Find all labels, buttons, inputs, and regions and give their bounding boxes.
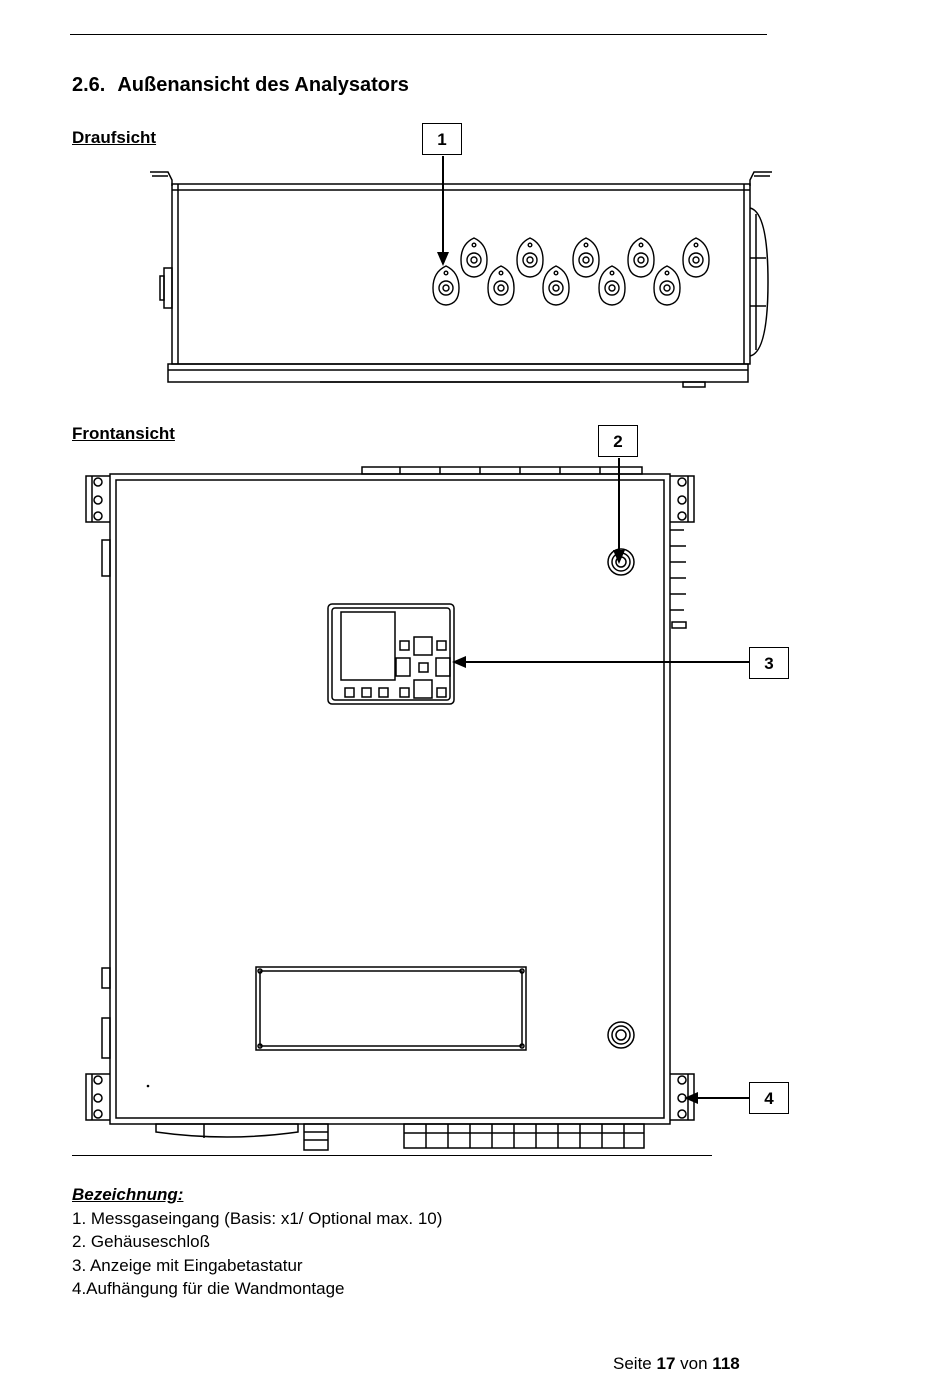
front-view-drawing	[0, 0, 950, 1160]
footer-page-number: 17	[656, 1354, 675, 1373]
legend-item: 2. Gehäuseschloß	[72, 1230, 442, 1254]
callout-3: 3	[749, 647, 789, 679]
page-footer: Seite 17 von 118	[613, 1354, 740, 1374]
legend-title: Bezeichnung:	[72, 1183, 442, 1207]
legend-item: 1. Messgaseingang (Basis: x1/ Optional m…	[72, 1207, 442, 1231]
callout-2: 2	[598, 425, 638, 457]
legend-list: 1. Messgaseingang (Basis: x1/ Optional m…	[72, 1207, 442, 1301]
callout-4: 4	[749, 1082, 789, 1114]
footer-prefix: Seite	[613, 1354, 652, 1373]
figure-bottom-rule	[72, 1155, 712, 1156]
footer-total-pages: 118	[712, 1354, 739, 1373]
legend-item: 3. Anzeige mit Eingabetastatur	[72, 1254, 442, 1278]
footer-middle: von	[680, 1354, 707, 1373]
legend-item: 4.Aufhängung für die Wandmontage	[72, 1277, 442, 1301]
legend: Bezeichnung: 1. Messgaseingang (Basis: x…	[72, 1183, 442, 1301]
